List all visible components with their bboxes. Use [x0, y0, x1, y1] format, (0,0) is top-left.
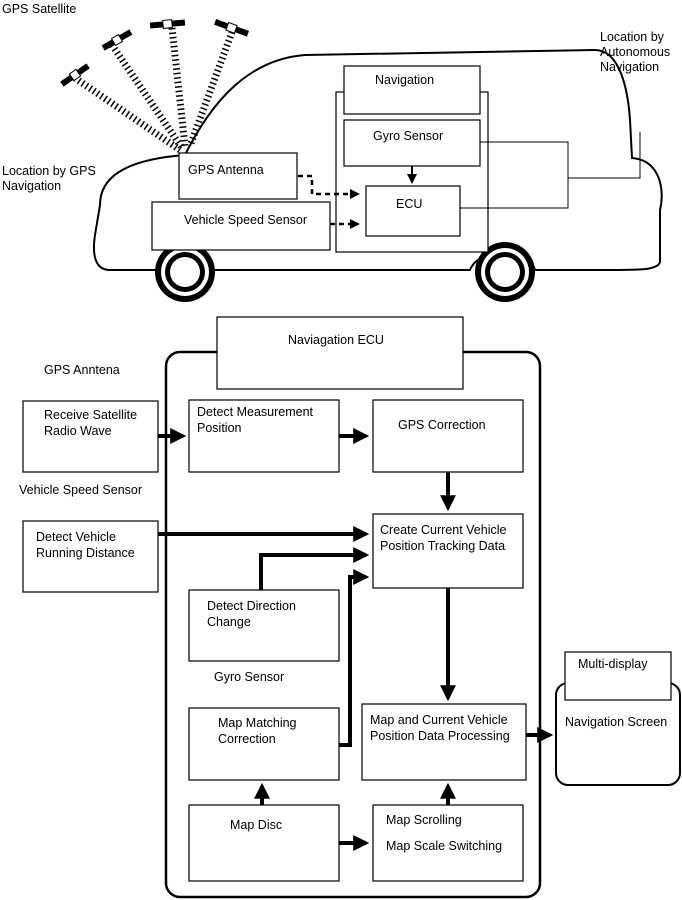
vehicle-speed-sensor-box: [151, 201, 331, 251]
map-disc-box: [188, 804, 340, 882]
satellite-icon: [214, 19, 250, 37]
car-body-outline: [92, 48, 663, 271]
gps-correction-text: GPS Correction: [398, 418, 486, 432]
rear-wheel: [475, 242, 535, 302]
map-matching-text: Map Matching Correction: [218, 716, 300, 746]
create-tracking-box: [372, 513, 524, 589]
arrow-matching-to-create: [339, 569, 370, 747]
map-disc-text: Map Disc: [230, 818, 282, 832]
satellite-icon: [101, 29, 133, 51]
map-scale-text: Map Scale Switching: [386, 839, 502, 853]
detect-measurement-box: [188, 399, 340, 473]
gps-antenna-to-ecu-dashed: [298, 174, 360, 199]
ecu-label: ECU: [396, 197, 422, 211]
navigation-box: [343, 65, 481, 115]
flow-diagram: Naviagation ECU GPS Anntena Receive Sate…: [19, 316, 681, 899]
vehicle-speed-section-label: Vehicle Speed Sensor: [19, 483, 142, 497]
front-wheel: [155, 242, 215, 302]
flow-arrows: [158, 428, 554, 851]
receive-satellite-text: Receive Satellite Radio Wave: [44, 408, 141, 438]
satellite-icon: [149, 19, 186, 29]
vehicle-speed-sensor-label: Vehicle Speed Sensor: [184, 213, 307, 227]
detect-direction-text: Detect Direction Change: [207, 599, 299, 629]
multi-display-text: Multi-display: [578, 657, 648, 671]
create-tracking-text: Create Current Vehicle Position Tracking…: [380, 523, 510, 553]
location-gps-label: Location by GPS Navigation: [2, 164, 99, 193]
satellite-signals: [73, 27, 236, 153]
map-scrolling-text: Map Scrolling: [386, 813, 462, 827]
navigation-screen-text: Navigation Screen: [565, 715, 667, 729]
detect-running-box: [22, 520, 159, 593]
gps-antenna-section-label: GPS Anntena: [44, 363, 120, 377]
location-autonomous-label: Location by Autonomous Navigation: [600, 30, 674, 74]
gps-antenna-box: [178, 152, 298, 200]
navigation-label: Navigation: [375, 73, 434, 87]
satellite-icon: [60, 63, 90, 87]
gps-antenna-label: GPS Antenna: [188, 163, 264, 177]
navigation-ecu-title: Naviagation ECU: [288, 333, 384, 347]
gyro-sensor-box: [343, 119, 481, 167]
receive-satellite-box: [22, 400, 159, 473]
map-processing-text: Map and Current Vehicle Position Data Pr…: [370, 713, 511, 743]
multi-display-box: [564, 651, 672, 701]
gps-satellite-label: GPS Satellite: [2, 2, 76, 16]
map-scrolling-box: [372, 804, 524, 882]
car-illustration: GPS Satellite Location by GPS Navigation…: [2, 2, 674, 302]
detect-running-text: Detect Vehicle Running Distance: [36, 530, 135, 560]
navigation-ecu-title-box: [216, 316, 464, 390]
ecu-box: [365, 185, 461, 237]
detect-measurement-text: Detect Measurement Position: [197, 405, 317, 435]
gps-correction-box: [372, 399, 524, 473]
gyro-sensor-label: Gyro Sensor: [373, 129, 443, 143]
autonomous-callout-lines: [460, 132, 641, 209]
detect-direction-box: [188, 589, 340, 662]
map-matching-box: [188, 707, 340, 781]
map-processing-box: [361, 703, 527, 781]
arrow-direction-to-create: [259, 547, 370, 590]
gyro-sensor-section-label: Gyro Sensor: [214, 670, 284, 684]
